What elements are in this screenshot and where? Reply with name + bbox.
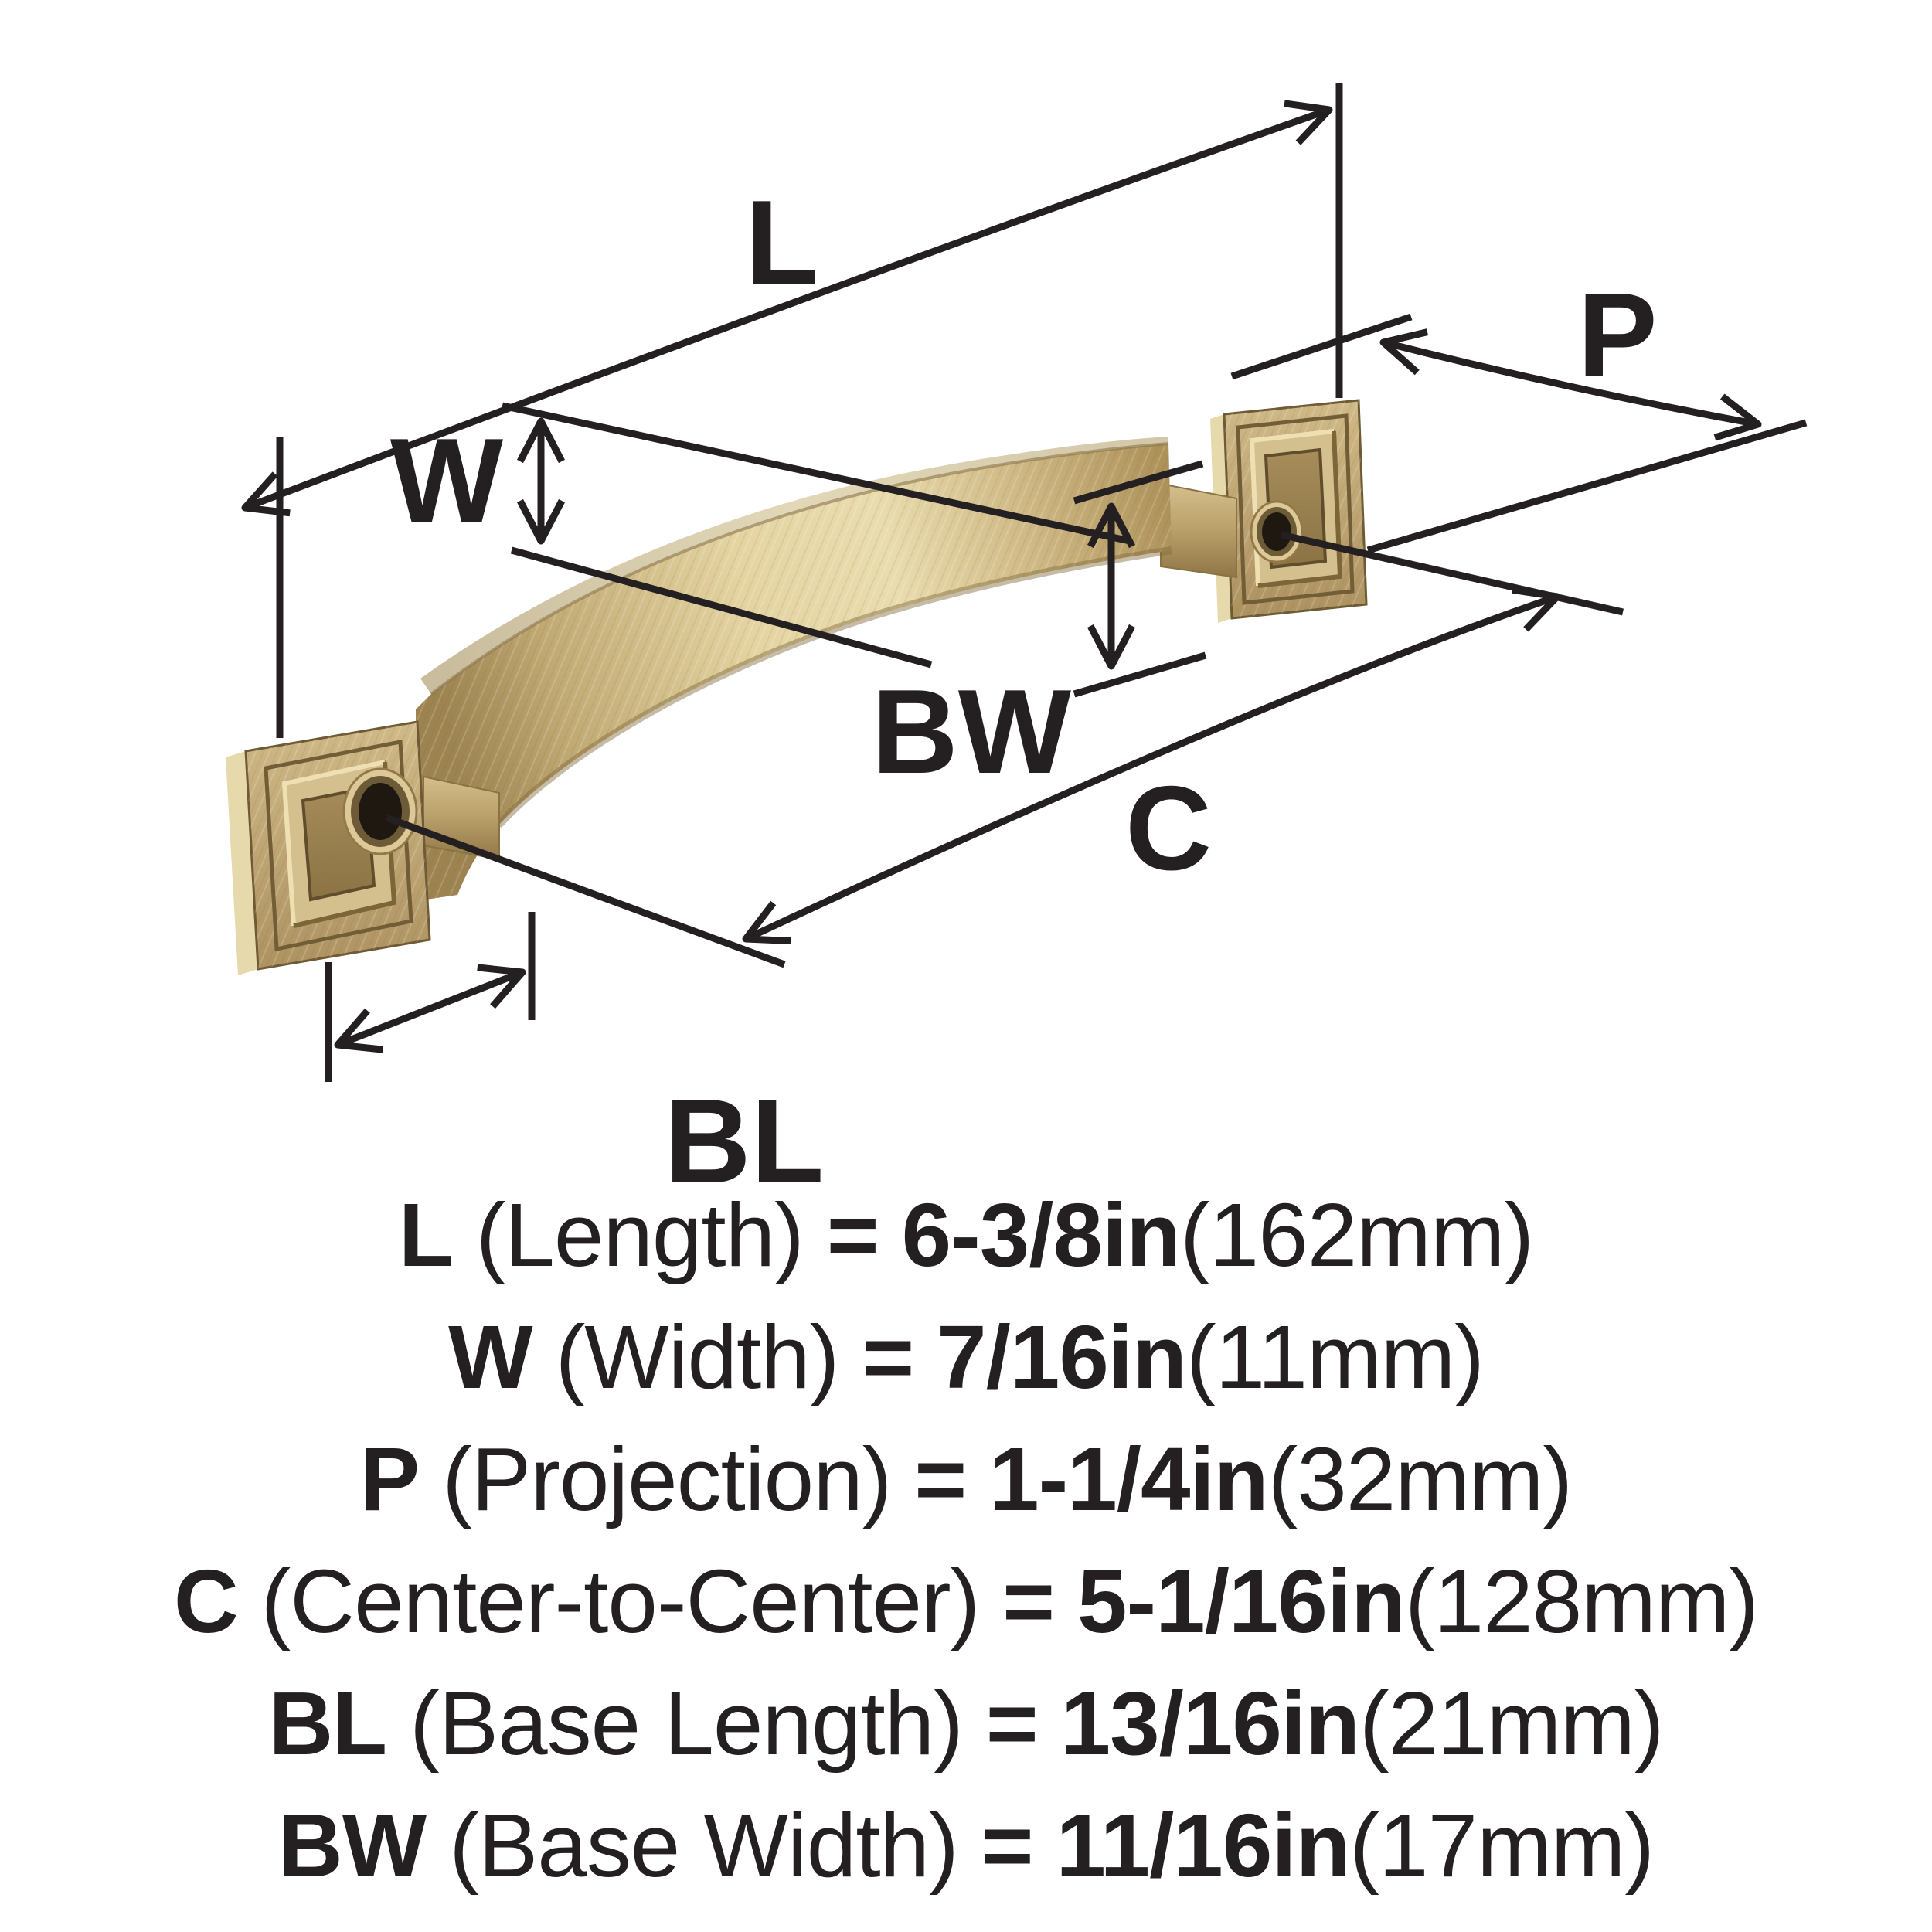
dimension-line-C — [742, 586, 1561, 944]
extension-line-W-top — [502, 402, 1131, 545]
spec-list: L(Length)=6-3/8in(162mm) W(Width)=7/16in… — [174, 1185, 1759, 1896]
spec-code: BW — [278, 1795, 427, 1896]
spec-name: (Center-to-Center) — [261, 1551, 980, 1651]
spec-metric: (32mm) — [1268, 1429, 1573, 1529]
right-post — [1160, 482, 1237, 579]
spec-name: (Width) — [556, 1307, 839, 1407]
spec-code: P — [360, 1429, 419, 1529]
spec-metric: (11mm) — [1186, 1307, 1484, 1407]
extension-line-P-left — [1230, 313, 1413, 380]
extension-line-C-right-from-screw-hole — [1281, 531, 1624, 616]
label-base-length: BL — [665, 1074, 825, 1208]
spec-name: (Base Length) — [410, 1673, 963, 1774]
spec-equals: = — [914, 1429, 966, 1529]
dimension-line-L — [241, 100, 1333, 517]
spec-line-base-width: BW(Base Width)=11/16in(17mm) — [278, 1795, 1654, 1896]
spec-line-center-to-center: C(Center-to-Center)=5-1/16in(128mm) — [174, 1551, 1758, 1651]
label-length: L — [746, 175, 819, 309]
label-width: W — [390, 413, 504, 547]
spec-line-length: L(Length)=6-3/8in(162mm) — [399, 1185, 1533, 1285]
spec-line-projection: P(Projection)=1-1/4in(32mm) — [360, 1429, 1572, 1529]
spec-equals: = — [986, 1673, 1038, 1774]
left-screw-hole — [359, 783, 402, 840]
right-screw-hole — [1262, 512, 1291, 551]
spec-value: 7/16in — [937, 1307, 1186, 1407]
band-brush-texture — [416, 444, 1172, 901]
spec-equals: = — [862, 1307, 913, 1407]
dimension-line-BL — [334, 964, 526, 1053]
extension-line-P-right — [1366, 419, 1808, 554]
spec-metric: (17mm) — [1349, 1795, 1654, 1896]
dimension-labels: L W P C BW BL — [390, 175, 1658, 1208]
spec-value: 13/16in — [1061, 1673, 1359, 1774]
spec-code: BL — [269, 1673, 387, 1774]
right-ring-shadow-edge — [1257, 430, 1343, 588]
left-base-plate — [226, 720, 431, 975]
spec-code: W — [448, 1307, 533, 1407]
spec-value: 1-1/4in — [989, 1429, 1267, 1529]
spec-code: L — [399, 1185, 453, 1285]
spec-line-base-length: BL(Base Length)=13/16in(21mm) — [269, 1673, 1664, 1774]
spec-value: 11/16in — [1056, 1795, 1349, 1896]
spec-value: 5-1/16in — [1077, 1551, 1405, 1651]
right-screw-hole-group — [1250, 500, 1304, 563]
spec-metric: (128mm) — [1405, 1551, 1758, 1651]
label-projection: P — [1577, 268, 1657, 402]
extension-line-BW-top — [1073, 460, 1204, 505]
label-base-width: BW — [872, 665, 1072, 798]
spec-code: C — [174, 1551, 238, 1651]
spec-equals: = — [981, 1795, 1033, 1896]
spec-value: 6-3/8in — [902, 1185, 1180, 1285]
spec-metric: (162mm) — [1180, 1185, 1533, 1285]
left-ring-highlight-edge — [281, 760, 386, 927]
spec-name: (Length) — [476, 1185, 804, 1285]
dimension-lines — [241, 83, 1808, 1082]
spec-name: (Projection) — [442, 1429, 891, 1529]
left-plate-border-line — [264, 739, 413, 952]
spec-line-width: W(Width)=7/16in(11mm) — [448, 1307, 1484, 1407]
left-plate-side-face — [226, 751, 258, 975]
spec-metric: (21mm) — [1359, 1673, 1664, 1774]
dimension-line-P — [1379, 328, 1762, 441]
extension-line-BW-bottom — [1073, 651, 1207, 698]
spec-name: (Base Width) — [449, 1795, 957, 1896]
spec-equals: = — [827, 1185, 879, 1285]
extension-line-C-left-from-screw-hole — [385, 814, 786, 968]
label-center-to-center: C — [1125, 761, 1212, 895]
spec-equals: = — [1002, 1551, 1054, 1651]
